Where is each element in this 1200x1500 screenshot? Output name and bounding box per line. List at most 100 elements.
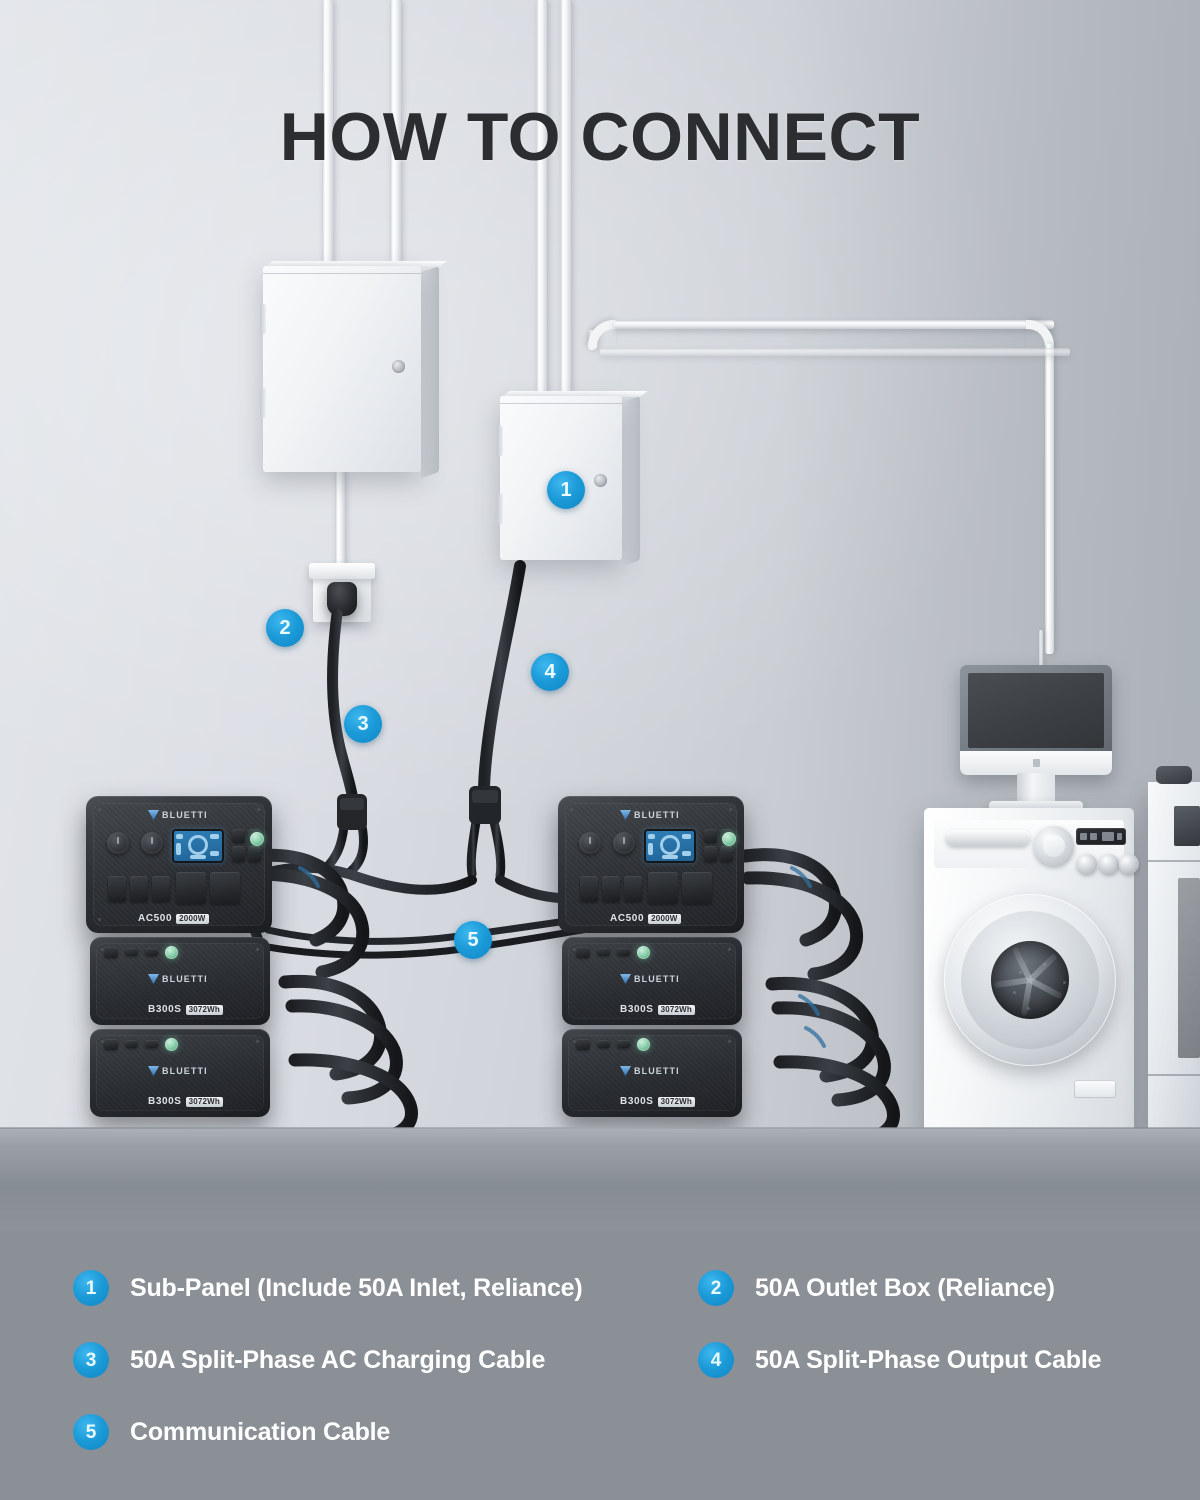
b300s-power-button[interactable] [165,1037,178,1051]
b300s-model-name: B300S [620,1096,654,1107]
wall-floor-junction [0,1127,1200,1129]
monitor-stand-base [989,801,1083,812]
callout-badge-5[interactable]: 5 [454,921,492,959]
ac500-outlet-right[interactable] [648,872,678,904]
b300s-port[interactable] [597,1040,610,1048]
drum-fin [1028,977,1064,1000]
callout-badge-3[interactable]: 3 [344,705,382,743]
bluetti-logo-b300s: BLUETTI [148,1066,208,1076]
callout-badge-4[interactable]: 4 [531,653,569,691]
legend-label-4: 50A Split-Phase Output Cable [755,1345,1102,1374]
ac500-outlet-right[interactable] [602,876,620,902]
second-appliance-display [1174,806,1200,846]
washer-program-dial[interactable] [1034,826,1074,866]
monitor-bezel [960,665,1112,775]
ac500-port-group-left[interactable] [232,846,245,862]
b300s-control-strip [576,944,728,960]
bluetti-wordmark: BLUETTI [634,1065,680,1076]
b300s-port[interactable] [125,948,138,956]
callout-badge-1[interactable]: 1 [547,471,585,509]
ac500-port-group-right[interactable] [720,846,733,862]
ac500-outlet-right[interactable] [624,876,642,902]
legend-label-2: 50A Outlet Box (Reliance) [755,1273,1055,1302]
b300s-power-button[interactable] [637,1037,650,1051]
b300s-port[interactable] [576,1038,590,1050]
washer-button[interactable] [1077,854,1097,874]
conduit-pipe-3 [536,0,547,400]
ac500-port-group-left[interactable] [232,829,245,843]
b300s-power-button[interactable] [165,945,178,959]
b300s-battery-left-lower: BLUETTI B300S 3072Wh [90,1029,270,1117]
callout-badge-2[interactable]: 2 [266,609,304,647]
b300s-port[interactable] [617,1040,630,1048]
ac500-port-group-left[interactable] [248,846,261,862]
ac500-outlet-left[interactable] [176,872,206,904]
ac500-knob-1-left[interactable] [107,832,129,854]
ac500-port-group-right[interactable] [704,846,717,862]
ac500-outlet-right[interactable] [580,876,598,902]
conduit-pipe-to-outlet [335,470,345,570]
ac500-outlet-left[interactable] [130,876,148,902]
bluetti-wordmark: BLUETTI [162,973,208,984]
ac500-outlet-left[interactable] [152,876,170,902]
screw [729,808,732,811]
washing-machine [924,808,1139,1136]
b300s-model-plate: B300S 3072Wh [148,1005,224,1015]
legend-panel: 1 Sub-Panel (Include 50A Inlet, Reliance… [0,1230,1200,1500]
b300s-port[interactable] [597,948,610,956]
washer-button[interactable] [1099,854,1119,874]
ac500-power-button-right[interactable] [722,832,736,846]
ac500-outlet-right[interactable] [682,872,712,904]
screw [256,1040,259,1043]
bluetti-triangle-icon [620,810,631,820]
b300s-faceplate [568,943,736,1019]
ac500-power-button-left[interactable] [250,832,264,846]
second-appliance [1148,766,1200,1136]
b300s-model-plate: B300S 3072Wh [620,1096,696,1107]
bluetti-triangle-icon [620,1066,631,1076]
b300s-port[interactable] [617,948,630,956]
b300s-port[interactable] [104,1038,118,1050]
legend-badge-2: 2 [698,1270,734,1306]
b300s-model-name: B300S [620,1004,654,1015]
washer-button[interactable] [1119,854,1139,874]
outlet-lid [309,563,375,579]
b300s-faceplate [96,1035,264,1111]
screw [573,948,576,951]
washer-detergent-handle[interactable] [946,830,1030,846]
ac500-knob-2-right[interactable] [613,832,635,854]
bluetti-wordmark: BLUETTI [634,973,680,984]
legend-number: 1 [85,1277,97,1299]
ac500-model-name: AC500 [610,913,645,924]
lcd-indicator [648,843,653,855]
ac500-knob-1-right[interactable] [579,832,601,854]
ac500-outlet-left[interactable] [108,876,126,902]
bluetti-wordmark: BLUETTI [634,809,680,820]
washer-door[interactable] [944,894,1116,1066]
ac500-model-plate-right: AC500 2000W [610,914,681,924]
screw [98,918,101,921]
b300s-port[interactable] [104,946,118,958]
screw [101,948,104,951]
drum-fin [1020,979,1033,1016]
lcd-indicator [682,851,691,856]
washer-display-segment [1080,833,1087,840]
b300s-port[interactable] [145,948,158,956]
conduit-horizontal-1 [614,320,1054,329]
callout-number: 1 [560,479,572,501]
main-breaker-panel [260,261,447,478]
b300s-port[interactable] [576,946,590,958]
b300s-power-button[interactable] [637,945,650,959]
ac500-outlet-left[interactable] [210,872,240,904]
ac500-knob-2-left[interactable] [141,832,163,854]
b300s-port[interactable] [125,1040,138,1048]
screw [728,948,731,951]
b300s-port[interactable] [145,1040,158,1048]
legend-number: 3 [85,1349,97,1371]
b300s-model-name: B300S [148,1096,182,1107]
lcd-indicator [682,834,691,839]
ac500-port-group-right[interactable] [704,829,717,843]
monitor-screen [968,673,1104,748]
ac500-model-name: AC500 [138,913,173,924]
legend-item-3: 3 50A Split-Phase AC Charging Cable [73,1342,545,1378]
